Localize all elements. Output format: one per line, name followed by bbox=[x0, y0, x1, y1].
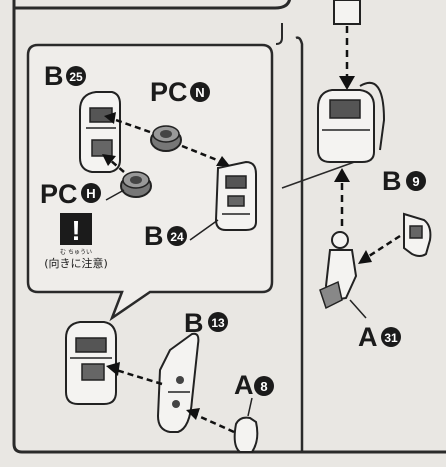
svg-text:A: A bbox=[358, 322, 378, 352]
top-panel-edge bbox=[14, 0, 291, 10]
arrow-b13-to-assembled bbox=[106, 362, 163, 386]
svg-text:H: H bbox=[86, 186, 95, 201]
part-pc-n bbox=[150, 125, 182, 152]
svg-text:25: 25 bbox=[69, 70, 83, 84]
label-a8: A 8 bbox=[234, 370, 274, 417]
label-b25: B 25 bbox=[44, 61, 86, 91]
svg-text:24: 24 bbox=[170, 230, 184, 244]
arrow-pc-h-to-b25 bbox=[102, 154, 125, 173]
svg-text:8: 8 bbox=[260, 379, 267, 394]
arrow-pc-n-to-b25 bbox=[104, 112, 151, 134]
svg-text:PC: PC bbox=[150, 77, 188, 107]
label-pc-n: PC N bbox=[150, 77, 210, 107]
part-b25 bbox=[79, 91, 121, 173]
label-b9: B 9 bbox=[382, 166, 426, 196]
svg-text:!: ! bbox=[71, 215, 80, 246]
warning-ruby: む ちゅうい bbox=[60, 249, 92, 256]
svg-text:9: 9 bbox=[412, 174, 419, 189]
svg-text:PC: PC bbox=[40, 179, 78, 209]
arrow-a8-to-b13 bbox=[186, 408, 235, 434]
svg-text:13: 13 bbox=[211, 316, 225, 330]
arrow-a31-up bbox=[334, 168, 350, 226]
arrow-pc-n-to-b24 bbox=[181, 144, 230, 166]
svg-text:B: B bbox=[184, 308, 204, 338]
part-upper-body bbox=[317, 81, 386, 163]
column-divider bbox=[295, 36, 304, 452]
label-b24: B 24 bbox=[144, 219, 219, 251]
svg-text:B: B bbox=[44, 61, 64, 91]
arrow-top-down bbox=[339, 26, 355, 90]
callout-line-right bbox=[281, 159, 361, 189]
part-assembled-left bbox=[65, 321, 117, 405]
warning-icon: ! bbox=[60, 213, 92, 246]
warning-caption: (向きに注意) bbox=[44, 256, 108, 270]
svg-text:A: A bbox=[234, 370, 254, 400]
svg-text:B: B bbox=[144, 221, 164, 251]
part-b24 bbox=[214, 160, 257, 231]
label-b13: B 13 bbox=[184, 308, 228, 338]
part-top-fragment bbox=[333, 0, 361, 25]
label-pc-h: PC H bbox=[40, 179, 125, 209]
part-a8 bbox=[233, 416, 259, 453]
panel-corner bbox=[275, 23, 283, 45]
part-pc-h bbox=[120, 171, 152, 198]
svg-text:N: N bbox=[195, 85, 204, 100]
svg-text:B: B bbox=[382, 166, 402, 196]
arrow-b9-to-a31 bbox=[358, 234, 401, 264]
svg-text:31: 31 bbox=[384, 331, 398, 345]
part-a31 bbox=[319, 231, 358, 310]
outer-panel-border bbox=[12, 0, 446, 454]
label-a31: A 31 bbox=[349, 299, 401, 352]
part-b9 bbox=[403, 212, 432, 257]
part-b13 bbox=[156, 332, 200, 433]
